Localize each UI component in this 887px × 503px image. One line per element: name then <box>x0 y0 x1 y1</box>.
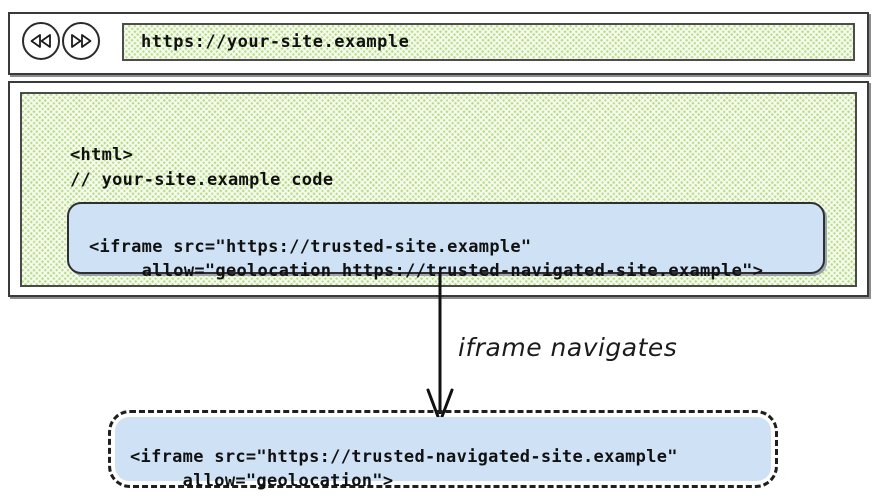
url-text: https://your-site.example <box>141 32 410 52</box>
annotation-label: iframe navigates <box>458 333 678 362</box>
url-bar[interactable]: https://your-site.example <box>122 23 855 61</box>
browser-content-panel: <html> // your-site.example code <iframe… <box>8 81 869 297</box>
fast-forward-double-triangle-right-icon <box>69 33 93 49</box>
back-button[interactable] <box>22 22 60 60</box>
host-page-code: <html> // your-site.example code <box>70 145 334 190</box>
navigated-iframe-box <box>115 417 771 481</box>
embedded-iframe-code: <iframe src="https://trusted-site.exampl… <box>89 237 764 281</box>
browser-nav-buttons <box>22 22 100 60</box>
host-page-surface: <html> // your-site.example code <iframe… <box>20 92 857 287</box>
forward-button[interactable] <box>62 22 100 60</box>
rewind-double-triangle-left-icon <box>29 33 53 49</box>
navigated-iframe-code: <iframe src="https://trusted-navigated-s… <box>130 447 678 491</box>
browser-chrome: https://your-site.example <box>8 12 869 75</box>
navigated-iframe-dashed-outline <box>108 410 778 488</box>
embedded-iframe-box: <iframe src="https://trusted-site.exampl… <box>67 202 825 281</box>
